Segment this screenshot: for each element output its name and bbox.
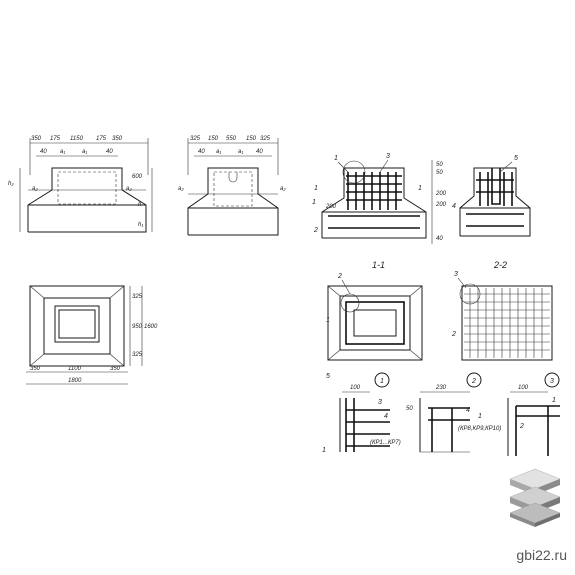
callout-label: 1 — [334, 155, 338, 162]
section-title: 2-2 — [493, 260, 507, 270]
dim-text: 325 — [132, 294, 143, 300]
detail-1: 1 5 100 3 1 4 (КР1...КР7) — [322, 372, 401, 454]
dim-text: a₂ — [280, 186, 286, 192]
dim-text: 100 — [350, 385, 361, 391]
dim-text: 200 — [325, 204, 337, 210]
front-view-2: 325 150 550 150 325 40 a₁ a₁ 40 a₂ a₂ — [178, 136, 286, 236]
dim-text: h — [138, 202, 142, 208]
callout-label: 3 — [386, 153, 390, 160]
detail-2: 2 230 50 4 1 (КР8,КР9,КР10) — [406, 372, 501, 453]
front-view-1: 350 175 1150 175 350 40 a₁ a₁ 40 h₂ a₂ a… — [8, 136, 153, 233]
dim-text: 200 — [435, 191, 447, 197]
callout-label: 4 — [384, 413, 388, 420]
callout-label: 2 — [451, 331, 456, 338]
callout-label: 3 — [378, 399, 382, 406]
callout-label: 2 — [313, 227, 318, 234]
dim-text: 350 — [112, 136, 123, 142]
dim-text: 50 — [406, 406, 413, 412]
callout-label: 1 — [326, 317, 330, 324]
dim-text: 325 — [190, 136, 201, 142]
dim-text: 50 — [436, 162, 443, 168]
dim-text: 350 — [31, 136, 42, 142]
overall-width: 1800 — [68, 378, 82, 384]
dim-text: 40 — [436, 236, 443, 242]
callout-label: 4 — [466, 407, 470, 414]
section-title: 1-1 — [372, 260, 385, 270]
section-2-2: 2-2 3 2 — [451, 260, 553, 361]
dim-text: 40 — [198, 149, 205, 155]
dim-text: 1150 — [70, 136, 84, 142]
dim-text: h₁ — [138, 222, 143, 228]
dim-text: 230 — [435, 385, 447, 391]
dim-text: 950 — [132, 324, 143, 330]
callout-label: 4 — [452, 203, 456, 210]
rebar-mesh — [464, 288, 550, 358]
detail-number: 2 — [471, 378, 476, 385]
dim-text: a₂ — [178, 186, 184, 192]
overall-height: 1600 — [144, 324, 158, 330]
callout-label: 2 — [519, 423, 524, 430]
dim-text: 150 — [246, 136, 257, 142]
detail-note: (КР1...КР7) — [370, 440, 401, 446]
dim-text: 350 — [110, 366, 121, 372]
callout-label: 2 — [337, 273, 342, 280]
detail-3: 3 100 1 2 — [507, 372, 560, 456]
callout-label: 5 — [326, 373, 330, 380]
layered-slab-logo-icon — [509, 468, 561, 527]
detail-number: 1 — [380, 378, 384, 385]
dim-text: 175 — [50, 136, 61, 142]
dim-text: 350 — [30, 366, 41, 372]
dim-text: 325 — [132, 352, 143, 358]
section-mark: 1 — [312, 199, 316, 206]
detail-number: 3 — [550, 378, 554, 385]
dim-text: 325 — [260, 136, 271, 142]
callout-label: 5 — [514, 155, 518, 162]
dim-text: 40 — [40, 149, 47, 155]
dim-text: 600 — [132, 174, 143, 180]
dim-text: 200 — [435, 202, 447, 208]
dim-text: a₂ — [32, 186, 38, 192]
dim-text: 150 — [208, 136, 219, 142]
dim-text: a₂ — [126, 186, 132, 192]
section-1-1: 1-1 2 1 — [326, 260, 423, 361]
callout-label: 1 — [322, 447, 326, 454]
dim-text: 175 — [96, 136, 107, 142]
rebar-view-a: 1 3 1 2 1 1 50 50 200 200 200 40 — [312, 153, 447, 244]
detail-note: (КР8,КР9,КР10) — [458, 426, 501, 432]
callout-label: 1 — [478, 413, 482, 420]
watermark-text[interactable]: gbi22.ru — [516, 547, 567, 563]
callout-label: 3 — [454, 271, 458, 278]
dim-text: a₁ — [238, 149, 243, 155]
callout-label: 1 — [314, 185, 318, 192]
dim-text: 1100 — [68, 366, 82, 372]
dim-text: 100 — [518, 385, 529, 391]
dim-text: a₁ — [216, 149, 221, 155]
dim-text: 550 — [226, 136, 237, 142]
dim-text: h₂ — [8, 181, 14, 187]
plan-view: 350 1100 350 1800 325 950 325 1600 — [26, 285, 158, 385]
dim-text: a₁ — [60, 149, 65, 155]
rebar-view-b: 5 4 — [452, 155, 531, 237]
section-mark: 1 — [418, 185, 422, 192]
dim-text: a₁ — [82, 149, 87, 155]
dim-text: 50 — [436, 170, 443, 176]
dim-text: 40 — [106, 149, 113, 155]
callout-label: 1 — [552, 397, 556, 404]
dim-text: 40 — [256, 149, 263, 155]
